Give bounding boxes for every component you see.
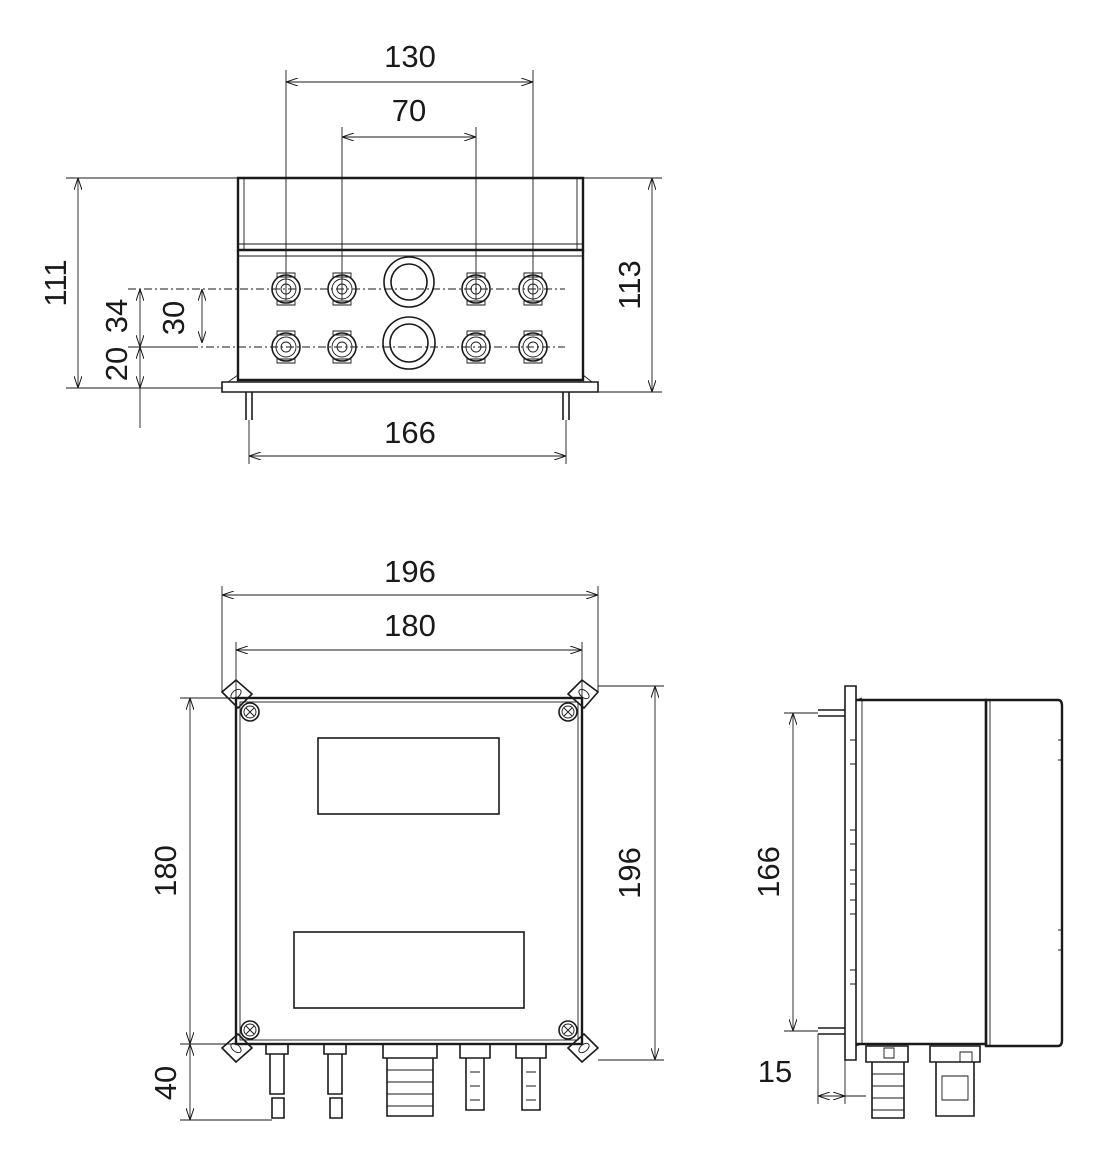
connector-row-bottom	[271, 316, 548, 370]
dim-113: 113	[612, 260, 647, 309]
side-view-lid	[984, 698, 1064, 1048]
side-view-connectors	[865, 1045, 981, 1119]
dim-180-height: 180	[148, 845, 183, 897]
top-view: 130 70 111 34 30 20 113 166	[38, 39, 662, 464]
side-view-flange	[844, 685, 857, 1061]
side-view: 166 15	[751, 685, 1064, 1119]
dim-166-top: 166	[384, 415, 436, 450]
front-view-screws	[240, 702, 578, 1040]
dim-196-width: 196	[384, 554, 436, 589]
top-view-flange	[221, 381, 599, 393]
dim-30: 30	[156, 301, 191, 335]
side-view-base	[856, 698, 988, 1046]
front-view: 196 180 180 40 196	[148, 554, 664, 1121]
dim-15: 15	[758, 1054, 792, 1089]
dim-111: 111	[38, 259, 73, 306]
front-view-housing	[234, 696, 584, 1046]
top-view-lid	[236, 176, 585, 252]
front-view-bottom-connectors	[265, 1043, 547, 1119]
dim-196-height: 196	[612, 847, 647, 899]
front-view-window-bottom	[293, 931, 525, 1009]
dim-130: 130	[384, 39, 436, 74]
dim-20: 20	[99, 347, 134, 381]
dim-34: 34	[99, 299, 134, 333]
mounting-ears	[220, 678, 600, 1064]
front-view-window-top	[317, 737, 500, 815]
dim-180-width: 180	[384, 608, 436, 643]
dim-166-side: 166	[751, 846, 786, 898]
dim-70: 70	[392, 93, 426, 128]
top-view-body	[236, 250, 585, 382]
dim-40: 40	[148, 1066, 183, 1100]
connector-row-top	[271, 256, 548, 308]
